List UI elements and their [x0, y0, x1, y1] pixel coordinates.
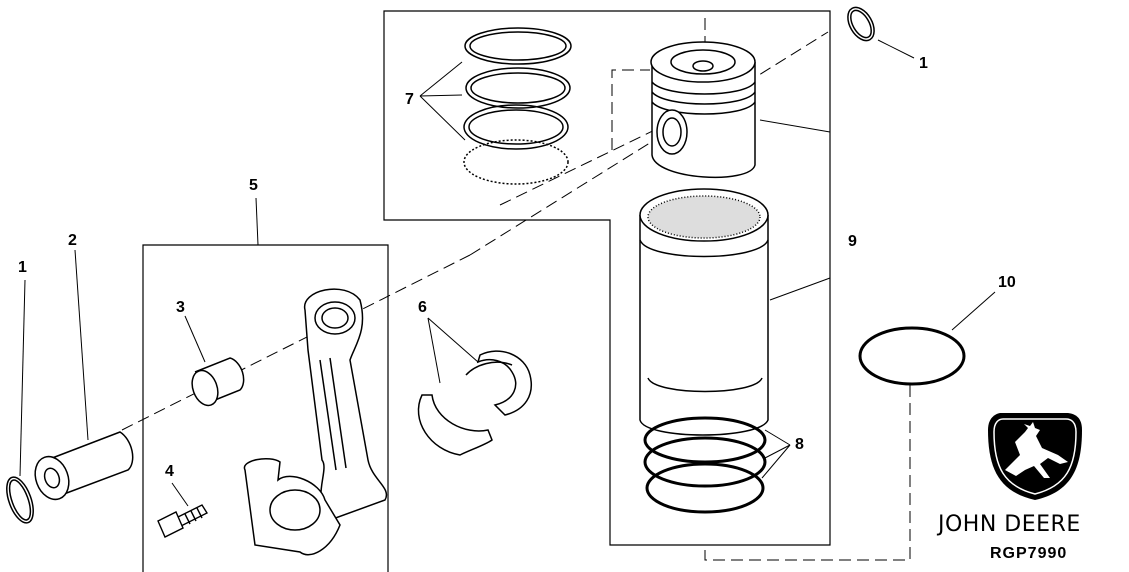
- leader-9: [759, 119, 831, 301]
- callout-1-top: 1: [919, 55, 928, 72]
- callout-5: 5: [249, 177, 258, 194]
- cylinder-liner: [639, 188, 769, 436]
- retaining-ring-top: [847, 6, 875, 42]
- liner-o-rings: [643, 416, 767, 514]
- callout-4: 4: [165, 463, 174, 480]
- leader-5: [255, 197, 259, 246]
- callout-9: 9: [848, 233, 857, 250]
- leader-1-left: [19, 279, 26, 477]
- pin-bushing: [191, 357, 245, 407]
- callout-6: 6: [418, 299, 427, 316]
- connecting-rod-frame: [142, 244, 389, 572]
- callout-7: 7: [405, 91, 414, 108]
- leader-10: [951, 291, 996, 331]
- seal-ring: [858, 326, 966, 386]
- leaping-deer-icon: [988, 413, 1082, 500]
- piston-cylinder-frame: [383, 10, 831, 546]
- piston-pin: [34, 431, 134, 501]
- callout-8: 8: [795, 436, 804, 453]
- rod-cap-bolt: [157, 504, 209, 538]
- leader-1-top: [877, 39, 915, 59]
- leader-4: [171, 482, 189, 507]
- figure-id: RGP7990: [990, 545, 1067, 562]
- callout-2: 2: [68, 232, 77, 249]
- assembly-centerlines: [121, 18, 911, 561]
- callout-10: 10: [998, 274, 1016, 291]
- piston-rings: [463, 27, 572, 185]
- callout-3: 3: [176, 299, 185, 316]
- rod-bearing-shells: [417, 350, 532, 456]
- leader-8: [761, 429, 791, 479]
- leader-6: [427, 317, 479, 384]
- retaining-ring-left: [6, 476, 34, 524]
- brand-name: JOHN DEERE: [936, 512, 1081, 537]
- leader-3: [184, 315, 206, 363]
- piston: [650, 41, 756, 179]
- connecting-rod: [243, 288, 388, 556]
- leader-2: [74, 249, 89, 441]
- leader-7: [419, 61, 466, 141]
- callout-1-left: 1: [18, 259, 27, 276]
